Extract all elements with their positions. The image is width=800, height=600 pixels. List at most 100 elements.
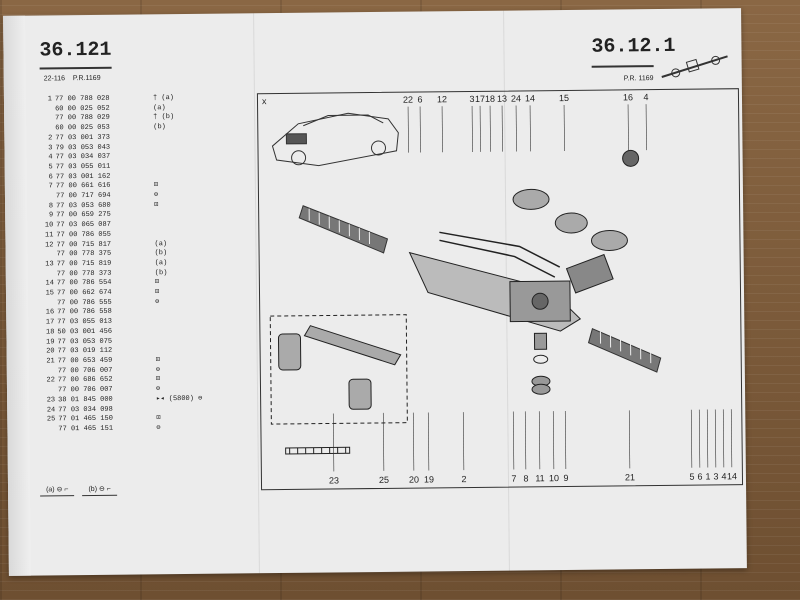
car-silhouette-icon [271,112,399,167]
left-pr-code: P.R.1169 [72,74,101,83]
part-flag: † (b) [153,113,175,122]
rubber-boot-left [298,205,389,254]
callout-top-14: 14 [525,93,535,103]
leader-line [564,411,567,470]
callout-bottom-11: 11 [535,473,544,483]
steering-rack-exploded-drawing: x [262,92,737,485]
part-flag: ⊖ [153,191,159,200]
callout-top-15: 15 [559,93,569,103]
leader-line [524,411,527,470]
steering-rack-thumbnail-icon [661,55,728,78]
callout-bottom-4: 4 [721,471,726,481]
callout-bottom-2: 2 [461,474,466,484]
header-rule [591,65,654,68]
leader-line [412,412,415,471]
part-index: 15 [45,289,55,298]
callout-top-6: 6 [417,94,422,104]
part-flag: (a) [154,239,168,248]
rack-sleeves [512,188,628,252]
callout-top-3: 3 [469,94,474,104]
part-index: 16 [45,308,55,317]
callout-bottom-20: 20 [409,475,419,485]
callout-bottom-14: 14 [727,471,737,481]
part-index: 21 [46,357,55,366]
part-flag: (b) [153,123,166,132]
hydraulic-pipes [439,231,561,278]
part-flag: (a) [154,259,168,268]
callout-bottom-5: 5 [689,472,694,482]
part-code: 77 01 465 151 [58,424,114,434]
seal-stack [531,332,551,395]
part-flag: ⊡ [156,414,161,423]
part-index: 20 [46,347,55,356]
part-flag: ⊡ [154,288,160,297]
callout-top-16: 16 [623,92,633,102]
part-index [45,425,55,435]
leader-line [698,409,701,468]
left-section-number: 36.121 [39,38,112,63]
pinion-valve [565,149,640,294]
part-flag: (b) [154,249,168,258]
part-index [43,192,53,202]
rack-shim-bar [285,446,351,455]
leader-line [722,409,725,468]
callout-bottom-9: 9 [563,473,568,483]
part-index: 2 [48,134,53,143]
part-flag: ▸◂ (5800) ⊖ [156,394,203,404]
legend-item-a: (a) ⊖ ⌐ [40,485,75,497]
callout-bottom-3: 3 [713,471,718,481]
callout-top-22: 22 [403,95,413,105]
part-index [42,105,52,115]
part-index: 4 [48,153,53,162]
previous-page-edge [3,15,31,576]
callout-top-18: 18 [485,94,495,104]
callout-top-12: 12 [437,94,447,104]
callout-bottom-6: 6 [697,472,702,482]
part-index: 14 [45,279,54,288]
callout-bottom-1: 1 [705,471,710,481]
part-index: 10 [44,221,54,230]
part-index: 8 [48,202,54,211]
leader-line [690,409,693,468]
part-flag: ⊡ [154,200,159,210]
part-index: 12 [45,240,54,249]
part-index [44,299,54,309]
callout-top-13: 13 [497,94,507,104]
left-page-ref: 22-116 P.R.1169 [44,75,101,83]
right-pr-code: P.R. 1169 [623,75,654,83]
part-index [45,367,55,377]
part-flag: ⊖ [155,298,160,307]
leader-line [427,412,430,471]
header-rule [39,66,112,70]
part-flag: ⊡ [154,278,160,287]
parts-catalog-page: 36.121 22-116 P.R.1169 36.12.1 P.R. 1169… [3,8,747,576]
leader-line [332,413,335,472]
part-index: 18 [45,328,55,337]
leader-line [714,409,717,468]
part-index: 24 [46,405,56,414]
callout-top-4: 4 [643,92,648,102]
part-flag: ⊖ [156,424,161,433]
leader-line [628,410,631,469]
part-flag: (a) [153,103,166,113]
part-index [44,251,54,261]
detail-inset-box [269,314,408,425]
mounting-bracket-detail [277,325,402,410]
part-flag: ⊡ [155,356,160,365]
callout-bottom-7: 7 [511,474,516,484]
part-index: 23 [46,396,56,405]
left-sub-code: 22-116 [43,75,66,83]
part-flag: ⊖ [155,385,161,394]
callout-bottom-21: 21 [625,472,635,482]
part-index: 9 [48,211,54,220]
left-section-header: 36.121 [39,39,111,63]
legend: (a) ⊖ ⌐ (b) ⊖ ⌐ [40,484,117,497]
legend-item-b: (b) ⊖ ⌐ [82,484,117,497]
leader-line [462,412,465,471]
part-index: 25 [46,415,56,424]
leader-line [552,411,555,470]
part-index: 13 [45,260,54,269]
part-index: 6 [48,172,53,182]
part-index: 22 [46,376,55,385]
